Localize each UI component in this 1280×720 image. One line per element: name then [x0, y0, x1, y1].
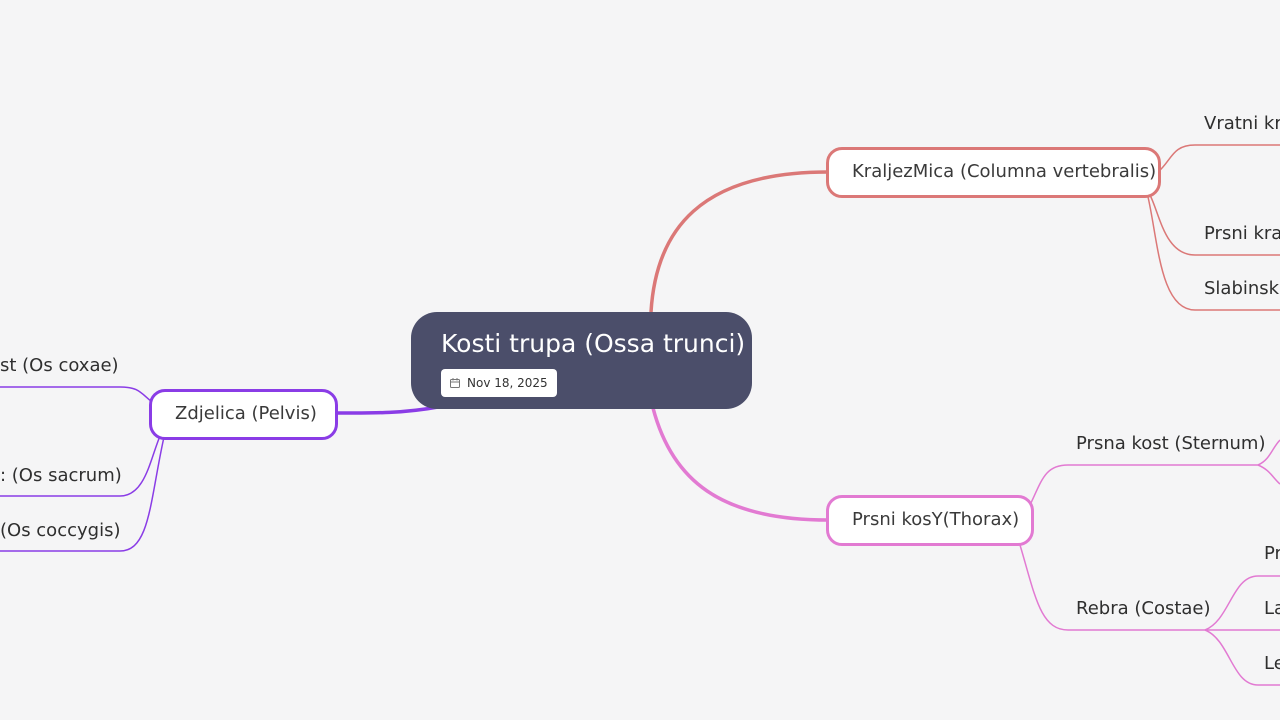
pelvis-child-3[interactable]: (Os coccygis) [0, 520, 121, 541]
vertebral-child-3[interactable]: Slabinski [1204, 278, 1280, 299]
connector-root-thorax [651, 407, 829, 522]
connector-sternum-upper [1257, 439, 1280, 466]
branch-pelvis-label: Zdjelica (Pelvis) [175, 403, 317, 424]
costae-child-1[interactable]: Pr [1264, 543, 1280, 564]
connector-thorax-costae [1019, 544, 1205, 631]
vertebral-child-2[interactable]: Prsni kral [1204, 223, 1280, 244]
root-title: Kosti trupa (Ossa trunci) [441, 329, 746, 358]
root-topic[interactable]: Kosti trupa (Ossa trunci) Nov 18, 2025 [411, 312, 752, 409]
branch-vertebral[interactable]: KraljezMica (Columna vertebralis) [826, 147, 1161, 198]
connector-pelvis-child-1 [0, 386, 153, 403]
connector-thorax-sternum [1029, 464, 1258, 506]
branch-vertebral-label: KraljezMica (Columna vertebralis) [852, 161, 1157, 182]
branch-pelvis[interactable]: Zdjelica (Pelvis) [149, 389, 338, 440]
costae-child-3[interactable]: Le [1264, 653, 1280, 674]
connector-root-vertebral [649, 170, 829, 313]
connector-pelvis-child-3 [0, 436, 165, 552]
pelvis-child-1[interactable]: st (Os coxae) [0, 355, 119, 376]
date-text: Nov 18, 2025 [467, 376, 548, 390]
connector-vertebral-child-2 [1149, 194, 1280, 256]
connector-pelvis-child-2 [0, 435, 161, 497]
calendar-icon [450, 378, 460, 388]
thorax-child-sternum[interactable]: Prsna kost (Sternum) [1076, 433, 1266, 454]
vertebral-child-1[interactable]: Vratni kra [1204, 113, 1280, 134]
branch-thorax-label: Prsni kosY(Thorax) [852, 509, 1020, 530]
connector-sternum-lower [1257, 464, 1280, 485]
connector-root-pelvis [336, 405, 439, 415]
connector-costae-child-3 [1204, 629, 1280, 686]
connector-vertebral-child-1 [1157, 144, 1280, 173]
thorax-child-costae[interactable]: Rebra (Costae) [1076, 598, 1211, 619]
pelvis-child-2[interactable]: : (Os sacrum) [0, 465, 122, 486]
costae-child-2[interactable]: La [1264, 598, 1280, 619]
connector-vertebral-child-3 [1147, 196, 1280, 311]
date-badge[interactable]: Nov 18, 2025 [441, 369, 557, 397]
connector-costae-child-1 [1204, 575, 1280, 631]
branch-thorax[interactable]: Prsni kosY(Thorax) [826, 495, 1034, 546]
